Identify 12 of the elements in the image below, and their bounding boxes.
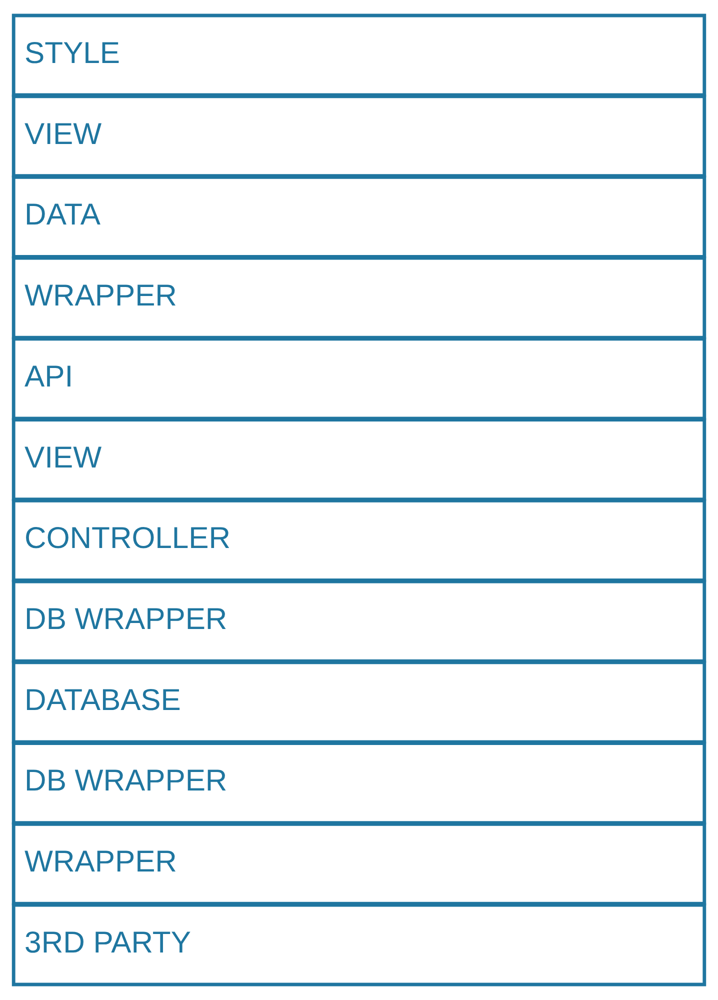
node-box: DATABASE xyxy=(12,660,706,744)
node-box: DATA xyxy=(12,176,706,258)
node-box: API xyxy=(12,337,706,420)
node-box: VIEW xyxy=(12,418,706,502)
node-box: VIEW xyxy=(12,94,706,178)
node-box: DB WRAPPER xyxy=(12,742,706,824)
node-box: WRAPPER xyxy=(12,256,706,340)
node-box: WRAPPER xyxy=(12,822,706,906)
node-box: STYLE xyxy=(12,14,706,97)
node-box: CONTROLLER xyxy=(12,498,706,582)
node-box: 3RD PARTY xyxy=(12,903,706,986)
node-box: DB WRAPPER xyxy=(12,580,706,663)
